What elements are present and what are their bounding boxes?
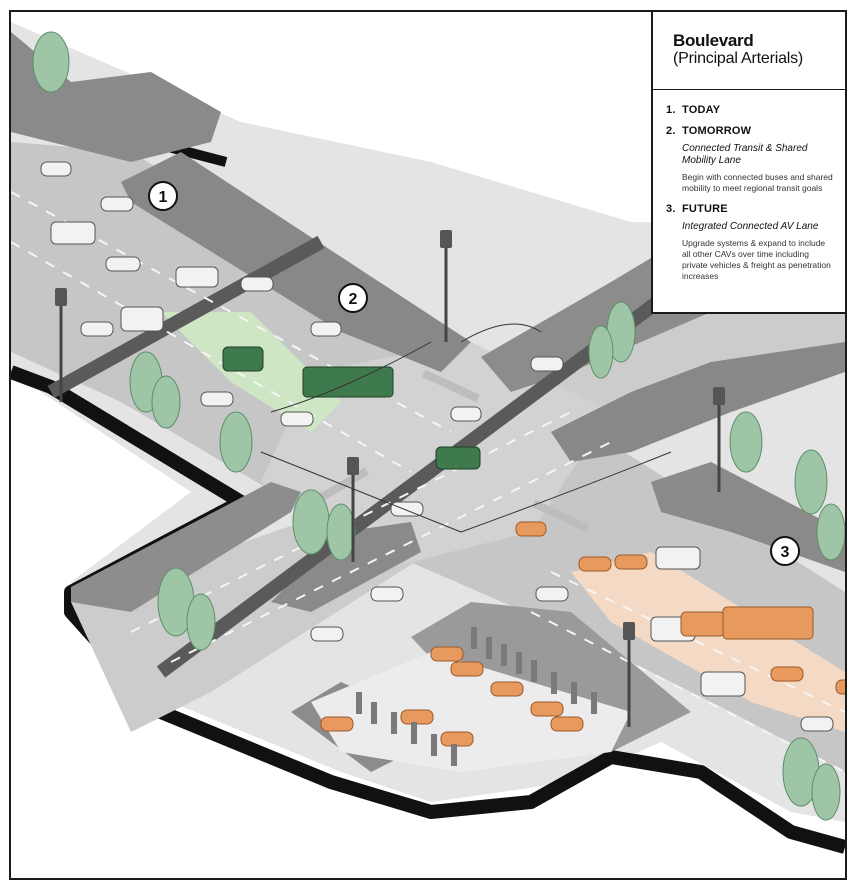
transit-lane — [161, 312, 341, 432]
diagram-frame: 1 2 3 Boulevard (Principal Arterials) 1.… — [9, 10, 847, 880]
marker-1-label: 1 — [159, 189, 168, 206]
stage-future-number: 3. — [666, 203, 676, 215]
marker-3-label: 3 — [781, 544, 790, 561]
sidewalk-lower-left — [71, 482, 301, 612]
overhead-cables — [260, 323, 672, 533]
stage-future-heading: 3. FUTURE — [666, 203, 835, 215]
legend-panel: Boulevard (Principal Arterials) 1. TODAY … — [651, 12, 845, 314]
stage-today-heading: 1. TODAY — [666, 104, 835, 116]
av-lane — [571, 552, 845, 732]
sensor-poles — [59, 247, 721, 727]
legend-title: Boulevard — [673, 31, 754, 50]
stage-future-label: FUTURE — [682, 203, 728, 215]
crosswalks — [313, 369, 590, 533]
stage-future-subtitle: Integrated Connected AV Lane — [682, 221, 819, 232]
charging-posts — [356, 627, 597, 766]
stage-today: 1. TODAY — [666, 104, 835, 116]
marker-1[interactable]: 1 — [148, 181, 178, 211]
stage-future: 3. FUTURE Integrated Connected AV Lane Up… — [666, 203, 835, 282]
sensor-heads — [55, 230, 725, 640]
parking-lot — [311, 652, 631, 772]
marker-2-label: 2 — [349, 291, 358, 308]
marker-3[interactable]: 3 — [770, 536, 800, 566]
sidewalk-top-left — [11, 32, 221, 162]
legend-body: 1. TODAY 2. TOMORROW Connected Transit & S… — [653, 90, 845, 282]
stage-tomorrow-subtitle: Connected Transit & Shared Mobility Lane — [682, 143, 808, 166]
corner-lower-left — [271, 522, 421, 612]
median-right — [551, 342, 845, 462]
stage-future-description: Upgrade systems & expand to include all … — [682, 238, 831, 281]
legend-subtitle: (Principal Arterials) — [673, 50, 804, 67]
stage-tomorrow-number: 2. — [666, 125, 676, 137]
stage-today-number: 1. — [666, 104, 676, 116]
green-vehicles — [222, 346, 481, 470]
marker-2[interactable]: 2 — [338, 283, 368, 313]
trees — [32, 31, 845, 821]
overpass-beam-left — [47, 235, 325, 399]
stage-tomorrow-description: Begin with connected buses and shared mo… — [682, 172, 833, 193]
legend-header: Boulevard (Principal Arterials) — [653, 12, 845, 90]
stage-tomorrow: 2. TOMORROW Connected Transit & Shared Mo… — [666, 125, 835, 194]
orange-vehicles — [320, 521, 845, 747]
stage-today-label: TODAY — [682, 104, 721, 116]
stage-tomorrow-heading: 2. TOMORROW — [666, 125, 835, 137]
stage-tomorrow-label: TOMORROW — [682, 125, 752, 137]
overpass-beam-center — [156, 286, 676, 678]
